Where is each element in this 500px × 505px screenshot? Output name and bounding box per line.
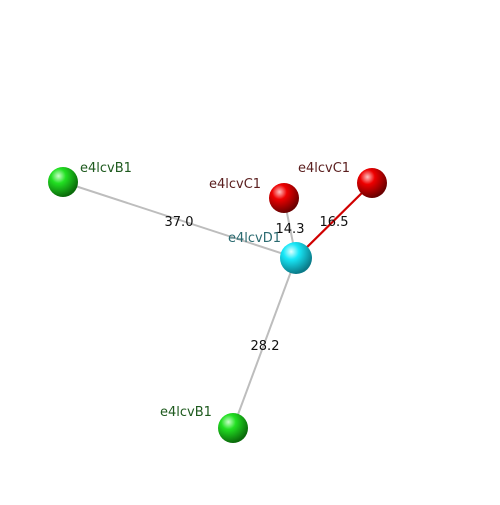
- bond-c1-right-distance-label: 16.5: [320, 215, 349, 230]
- atom-label-d1-center: e4lcvD1: [228, 231, 281, 246]
- atom-label-c1-right: e4lcvC1: [298, 161, 350, 176]
- bond-c1-right: [295, 182, 373, 259]
- bond-b1-top: [62, 181, 297, 259]
- atom-label-b1-bottom: e4lcvB1: [160, 405, 212, 420]
- bond-b1-top-distance-label: 37.0: [165, 215, 194, 230]
- atom-label-b1-top: e4lcvB1: [80, 161, 132, 176]
- atom-d1-center[interactable]: [280, 242, 312, 274]
- bond-c1-left-distance-label: 14.3: [276, 222, 305, 237]
- atom-b1-top[interactable]: [48, 167, 78, 197]
- label-layer: 37.0 28.2 14.3 16.5 e4lcvB1 e4lcvB1 e4lcvC1 e4l…: [80, 161, 350, 420]
- atom-c1-right[interactable]: [357, 168, 387, 198]
- bond-b1-bottom: [232, 257, 297, 429]
- atom-label-c1-left: e4lcvC1: [209, 177, 261, 192]
- atom-b1-bottom[interactable]: [218, 413, 248, 443]
- atom-c1-left[interactable]: [269, 183, 299, 213]
- bond-b1-bottom-distance-label: 28.2: [251, 339, 280, 354]
- atom-layer: [48, 167, 387, 443]
